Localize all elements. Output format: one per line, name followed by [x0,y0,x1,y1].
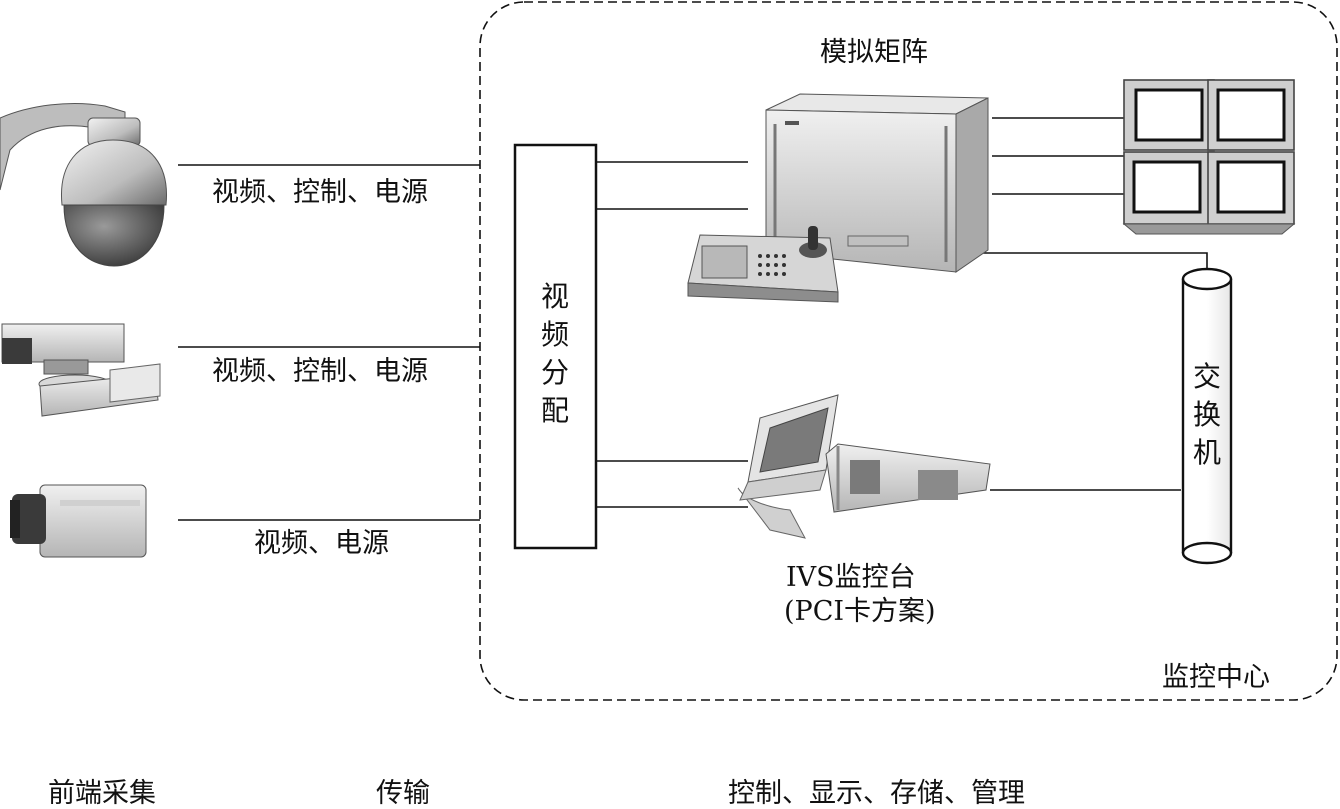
monitoring-center-boundary [479,1,1338,701]
matrix-title: 模拟矩阵 [820,37,928,68]
ivs-console-title: IVS监控台 [786,562,916,593]
fixed-camera-icon [10,484,147,558]
video-distributor-label: 视 频 分 配 [540,280,569,427]
monitoring-center-label: 监控中心 [1162,662,1270,693]
video-distributor-box [513,143,598,550]
control-keyboard-icon [687,226,839,303]
ptz-box-camera-icon [1,323,161,417]
link-label-dome: 视频、控制、电源 [212,177,428,208]
footer-transport-label: 传输 [376,778,430,809]
footer-control-label: 控制、显示、存储、管理 [728,778,1025,809]
link-label-fixed: 视频、电源 [254,528,389,559]
network-switch-label: 交 换 机 [1192,360,1221,469]
ivs-workstation-icon [737,394,991,539]
monitor-wall-icon [1122,79,1296,235]
ivs-console-subtitle: (PCI卡方案) [784,596,936,627]
footer-front-end-label: 前端采集 [48,778,156,809]
link-label-box: 视频、控制、电源 [212,356,428,387]
network-switch-cylinder [1181,267,1233,565]
dome-camera-icon [0,102,168,267]
connection-lines [178,117,1208,521]
